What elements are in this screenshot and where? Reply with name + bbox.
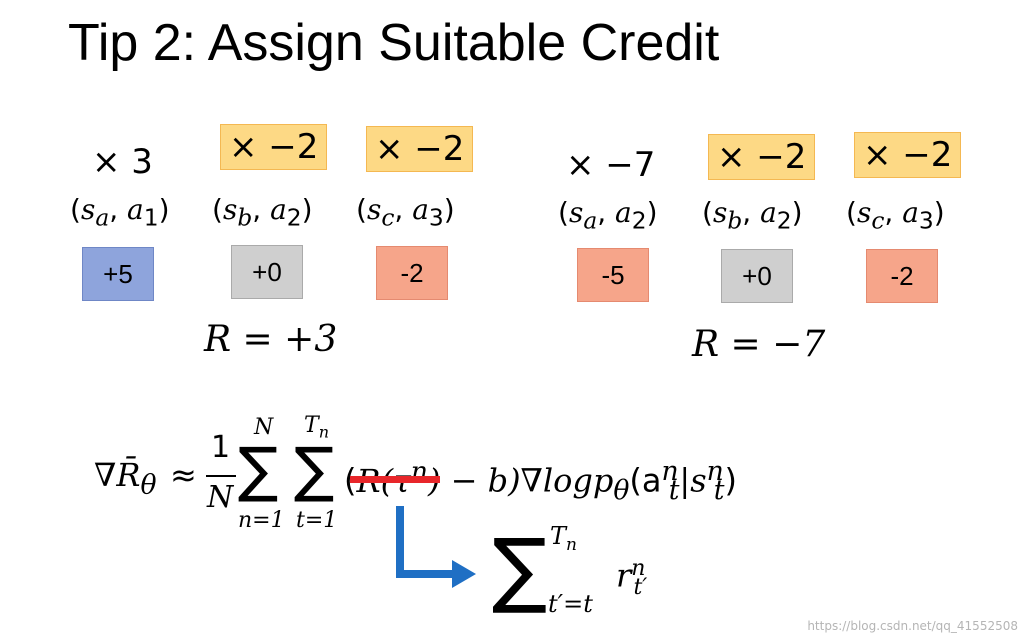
total-reward-left: R = +3 bbox=[204, 319, 338, 360]
multiplier-right-2: × −2 bbox=[708, 134, 816, 180]
multiplier-left-3: × −2 bbox=[366, 126, 474, 172]
sum1-sigma: ∑ bbox=[238, 435, 279, 505]
watermark: https://blog.csdn.net/qq_41552508 bbox=[807, 619, 1018, 633]
state-action-right-1: (sa, a2) bbox=[558, 196, 658, 235]
sum2-sigma: ∑ bbox=[294, 435, 335, 505]
sum1-lower-limit: n=1 bbox=[238, 508, 285, 533]
replacement-upper-limit: Tn bbox=[550, 522, 577, 555]
reward-left-3: -2 bbox=[376, 246, 448, 300]
sum2-upper-limit: Tn bbox=[304, 413, 329, 442]
replacement-arrow-icon bbox=[396, 506, 476, 588]
replacement-term: rnt′ bbox=[616, 556, 648, 601]
reward-left-2: +0 bbox=[231, 245, 303, 299]
replacement-sigma: ∑ bbox=[492, 522, 548, 617]
state-action-left-2: (sb, a2) bbox=[212, 193, 313, 232]
total-reward-right: R = −7 bbox=[692, 324, 826, 365]
multiplier-left-1: × 3 bbox=[92, 142, 153, 182]
sum1-upper-limit: N bbox=[254, 415, 274, 440]
reward-right-2: +0 bbox=[721, 249, 793, 303]
state-action-left-1: (sa, a1) bbox=[70, 193, 170, 232]
reward-right-3: -2 bbox=[866, 249, 938, 303]
gradient-lhs: ∇R̄θ bbox=[94, 456, 157, 501]
strike-through-line bbox=[350, 476, 440, 483]
replacement-lower-limit: t′=t bbox=[548, 590, 593, 618]
fraction-denominator: N bbox=[207, 480, 234, 515]
fraction-numerator: 1 bbox=[211, 430, 231, 465]
multiplier-right-1: × −7 bbox=[566, 145, 656, 185]
multiplier-left-2: × −2 bbox=[220, 124, 328, 170]
reward-left-1: +5 bbox=[82, 247, 154, 301]
fraction-bar bbox=[206, 475, 236, 477]
multiplier-right-3: × −2 bbox=[854, 132, 962, 178]
state-action-right-3: (sc, a3) bbox=[846, 196, 945, 235]
reward-right-1: -5 bbox=[577, 248, 649, 302]
state-action-right-2: (sb, a2) bbox=[702, 196, 803, 235]
slide-title: Tip 2: Assign Suitable Credit bbox=[68, 14, 720, 72]
state-action-left-3: (sc, a3) bbox=[356, 193, 455, 232]
sum2-lower-limit: t=1 bbox=[296, 508, 338, 533]
approx-symbol: ≈ bbox=[170, 456, 197, 494]
